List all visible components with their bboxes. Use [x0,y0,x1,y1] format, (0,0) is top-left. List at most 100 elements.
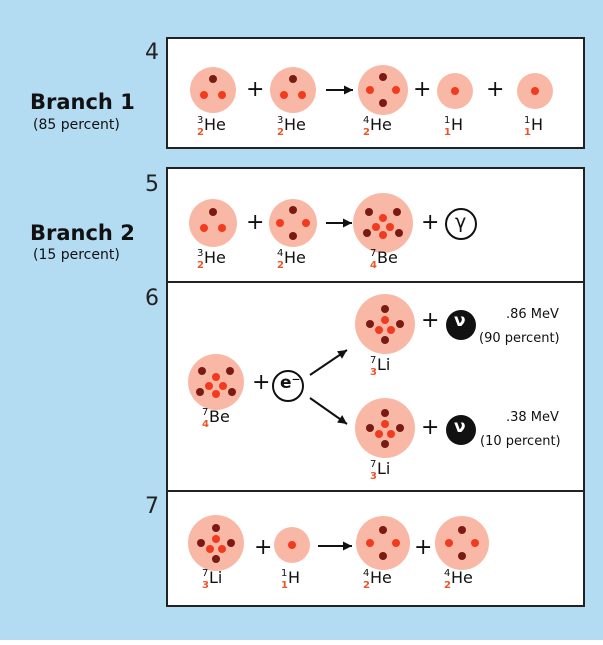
proton-dot [386,223,394,231]
proton-dot [280,91,288,99]
plus-sign: + [246,210,265,235]
neutron-dot [226,367,234,375]
reaction-arrow-head [343,541,352,551]
nucleus [358,65,408,115]
gamma-symbol: γ [455,211,467,233]
neutron-dot [396,424,404,432]
neutron-dot [458,526,466,534]
reaction-arrow-head [337,350,347,359]
proton-dot [451,87,459,95]
neutron-dot [289,75,297,83]
proton-dot [375,430,383,438]
energy-upper: .86 MeV [506,307,559,322]
proton-dot [302,219,310,227]
proton-dot [531,87,539,95]
branch1-percent: (85 percent) [33,117,120,133]
neutron-dot [381,409,389,417]
proton-dot [212,390,220,398]
neutron-dot [379,552,387,560]
reaction-arrow-head [344,85,353,95]
plus-sign: + [421,415,440,440]
plus-sign: + [486,77,505,102]
step-number-7: 7 [145,494,159,519]
plus-sign: + [421,308,440,333]
neutron-dot [289,232,297,240]
proton-dot [387,326,395,334]
neutron-dot [379,73,387,81]
step-number-5: 5 [145,172,159,197]
neutron-dot [393,208,401,216]
gamma-ray-circle [445,208,477,240]
step6-divider [166,281,585,283]
proton-dot [200,224,208,232]
neutron-dot [365,208,373,216]
energy-lower: .38 MeV [506,410,559,425]
proton-dot [276,219,284,227]
proton-dot [212,535,220,543]
proton-dot [372,223,380,231]
neutron-dot [381,305,389,313]
proton-dot [379,214,387,222]
neutron-dot [228,388,236,396]
proton-dot [218,545,226,553]
nucleus [435,516,489,570]
nucleus [356,516,410,570]
plus-sign: + [252,370,271,395]
proton-dot [288,541,296,549]
electron-circle [272,370,304,402]
plus-sign: + [413,77,432,102]
proton-dot [298,91,306,99]
neutron-dot [363,229,371,237]
nucleus [188,354,244,410]
proton-dot [387,430,395,438]
proton-dot [375,326,383,334]
proton-dot [206,545,214,553]
neutron-dot [227,539,235,547]
neutron-dot [366,424,374,432]
neutron-dot [197,539,205,547]
proton-dot [471,539,479,547]
proton-dot [366,539,374,547]
proton-dot [200,91,208,99]
branch1-title: Branch 1 [30,90,135,114]
electron-symbol: e⁻ [280,373,301,393]
proton-dot [392,86,400,94]
nucleus [353,193,413,253]
proton-dot [212,373,220,381]
neutron-dot [198,367,206,375]
nucleus [189,199,237,247]
proton-dot [381,420,389,428]
step-number-4: 4 [145,40,159,65]
nucleus [190,67,236,113]
neutrino-symbol: ν [454,311,466,331]
neutron-dot [379,526,387,534]
reaction-arrow-head [337,415,347,424]
neutron-dot [458,552,466,560]
plus-sign: + [421,210,440,235]
neutron-dot [395,229,403,237]
neutron-dot [381,440,389,448]
proton-dot [381,316,389,324]
percent-lower: (10 percent) [480,434,561,449]
proton-dot [205,382,213,390]
branch2-title: Branch 2 [30,221,135,245]
neutron-dot [209,208,217,216]
neutron-dot [212,524,220,532]
neutron-dot [379,99,387,107]
proton-dot [392,539,400,547]
step-number-6: 6 [145,286,159,311]
neutron-dot [289,206,297,214]
proton-dot [218,224,226,232]
reaction-arrow-head [343,218,352,228]
neutrino-symbol: ν [454,417,466,437]
plus-sign: + [414,535,433,560]
neutron-dot [366,320,374,328]
plus-sign: + [254,535,273,560]
nucleus [269,199,317,247]
plus-sign: + [246,77,265,102]
step7-divider [166,490,585,492]
neutron-dot [381,336,389,344]
neutron-dot [212,555,220,563]
